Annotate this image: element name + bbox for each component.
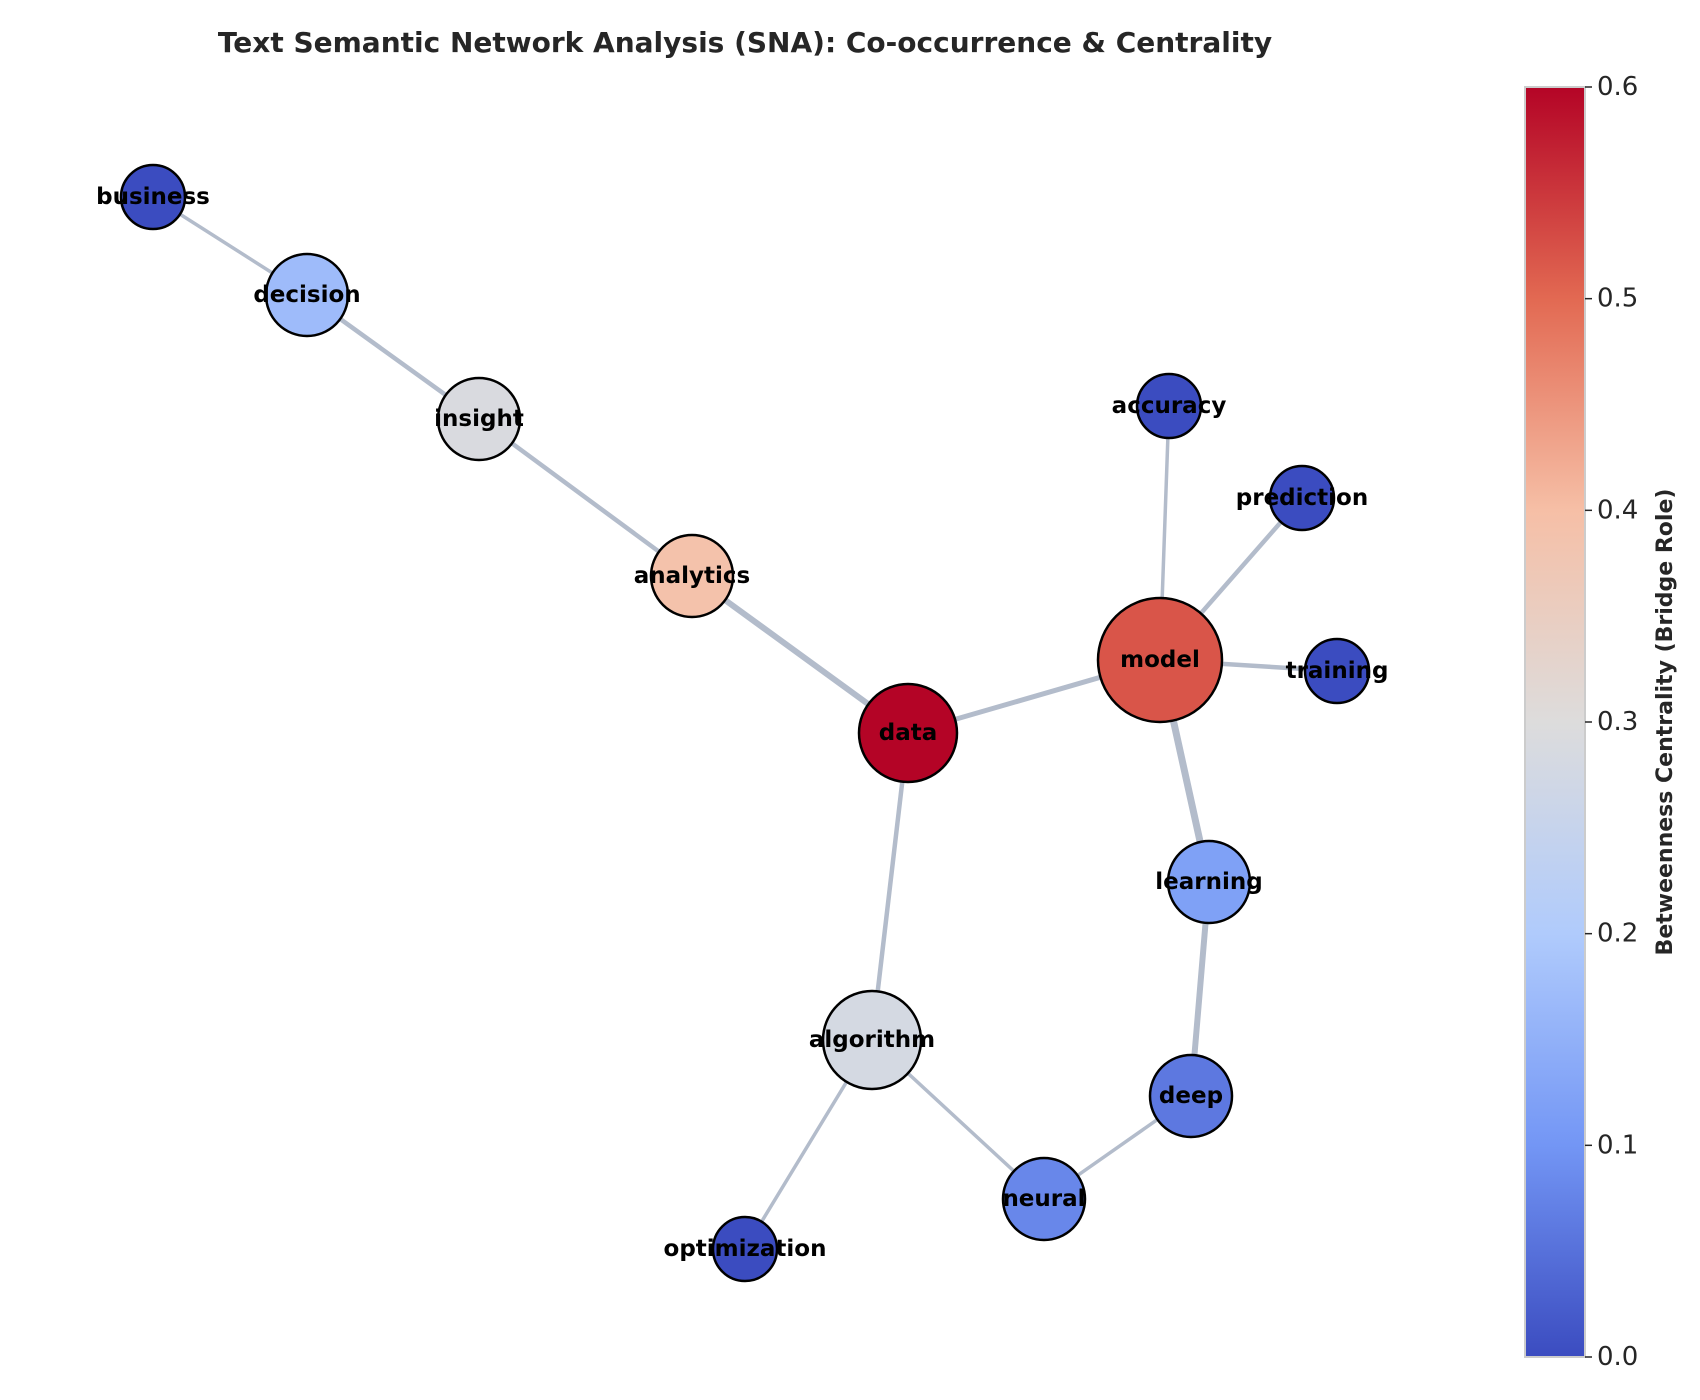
node-label-neural: neural xyxy=(1002,1186,1085,1212)
node-label-model: model xyxy=(1120,647,1200,673)
node-label-accuracy: accuracy xyxy=(1112,393,1227,419)
colorbar-tick-label: 0.4 xyxy=(1597,495,1638,525)
node-label-optimization: optimization xyxy=(664,1236,827,1262)
colorbar-tick-label: 0.6 xyxy=(1597,72,1638,102)
node-business xyxy=(119,163,187,231)
node-prediction xyxy=(1268,464,1336,532)
colorbar-ticks: 0.0 0.1 0.2 0.3 0.4 0.5 0.6 xyxy=(1585,72,1638,1372)
node-label-deep: deep xyxy=(1159,1083,1223,1109)
node-algorithm xyxy=(821,989,923,1091)
node-label-learning: learning xyxy=(1155,869,1262,895)
node-label-insight: insight xyxy=(434,406,524,432)
node-label-training: training xyxy=(1286,658,1389,684)
node-analytics xyxy=(649,533,735,619)
edge-insight-analytics xyxy=(476,416,695,579)
colorbar-tick-label: 0.5 xyxy=(1597,284,1638,314)
chart-title: Text Semantic Network Analysis (SNA): Co… xyxy=(218,26,1272,59)
node-neural xyxy=(1001,1156,1087,1242)
node-accuracy xyxy=(1135,372,1203,440)
node-label-data: data xyxy=(879,720,938,746)
node-optimization xyxy=(711,1215,779,1283)
node-training xyxy=(1303,637,1371,705)
colorbar-tick-label: 0.3 xyxy=(1597,707,1638,737)
node-label-analytics: analytics xyxy=(634,563,751,589)
colorbar-tick-label: 0.2 xyxy=(1597,919,1638,949)
colorbar: 0.0 0.1 0.2 0.3 0.4 0.5 0.6 Betweenness Centra… xyxy=(1524,72,1678,1372)
node-label-business: business xyxy=(96,184,210,210)
colorbar-label: Betweenness Centrality (Bridge Role) xyxy=(1653,489,1678,956)
colorbar-gradient xyxy=(1524,86,1586,1358)
labels-layer: business decision insight analytics data mode… xyxy=(96,184,1388,1262)
node-insight xyxy=(436,376,522,462)
node-label-algorithm: algorithm xyxy=(809,1027,935,1053)
node-model xyxy=(1096,596,1224,724)
colorbar-tick-label: 0.1 xyxy=(1597,1130,1638,1160)
node-decision xyxy=(264,252,350,338)
node-data xyxy=(857,682,959,784)
colorbar-tick-label: 0.0 xyxy=(1597,1342,1638,1372)
nodes-layer xyxy=(119,163,1371,1283)
node-label-decision: decision xyxy=(253,282,360,308)
node-label-prediction: prediction xyxy=(1236,485,1368,511)
node-deep xyxy=(1148,1053,1234,1139)
node-learning xyxy=(1166,839,1252,925)
edge-data-algorithm xyxy=(869,730,911,1043)
